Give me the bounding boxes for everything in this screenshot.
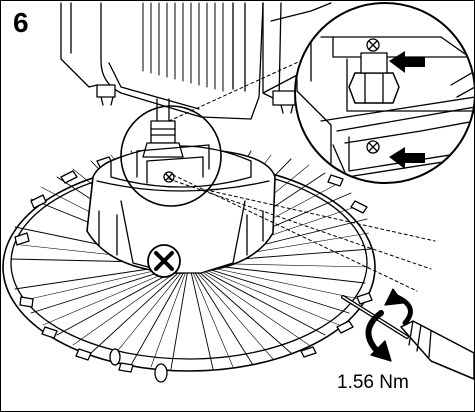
torque-label: 1.56 Nm — [337, 372, 409, 393]
center-hub — [86, 98, 276, 274]
detail-zoom-circle — [294, 2, 474, 184]
detail-source-circle — [120, 105, 222, 207]
phillips-screw-icon — [147, 244, 181, 278]
driver-housing — [60, 2, 332, 120]
arrow-left-icon — [389, 51, 425, 73]
arrow-left-icon — [389, 147, 425, 169]
step-number: 6 — [13, 7, 29, 38]
detail-source-content — [136, 144, 210, 184]
rotate-arrow-icon — [365, 288, 413, 362]
